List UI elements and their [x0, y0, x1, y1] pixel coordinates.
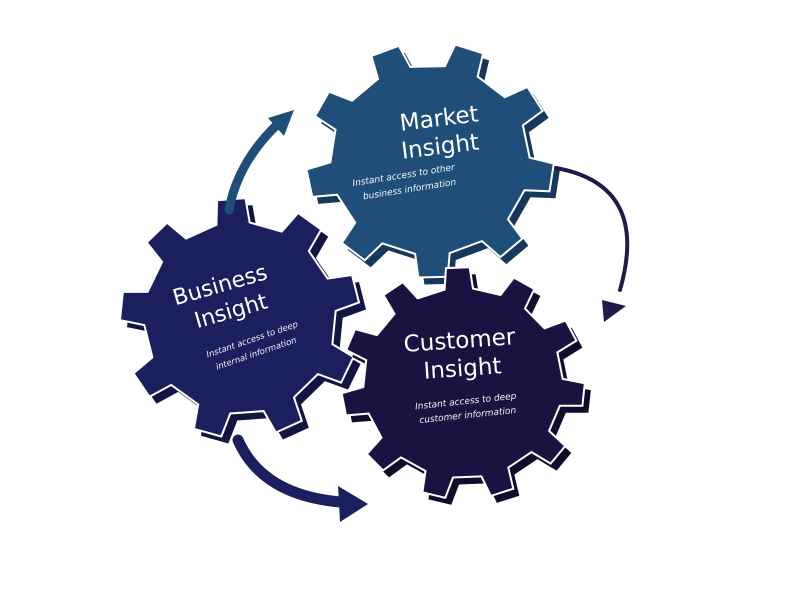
business-gear-face — [118, 197, 361, 438]
bottom-arrow-head — [338, 486, 368, 522]
top-left-arrow-body — [224, 115, 287, 215]
market-insight-gear: Market Insight Instant access to other b… — [305, 43, 560, 285]
bottom-arrow — [232, 434, 368, 522]
customer-gear-title-line2: Insight — [423, 353, 503, 384]
right-arrow-head — [602, 300, 626, 322]
top-left-arrow — [224, 110, 294, 215]
customer-insight-gear: Customer Insight Instant access to deep … — [340, 266, 591, 505]
customer-gear-face — [340, 266, 586, 499]
business-insight-gear: Business Insight Instant access to deep … — [118, 197, 366, 444]
right-arrow-body — [554, 166, 630, 292]
market-gear-face — [305, 43, 555, 279]
bottom-arrow-body — [232, 434, 346, 508]
right-arrow — [554, 166, 630, 322]
top-left-arrow-head — [268, 110, 294, 136]
